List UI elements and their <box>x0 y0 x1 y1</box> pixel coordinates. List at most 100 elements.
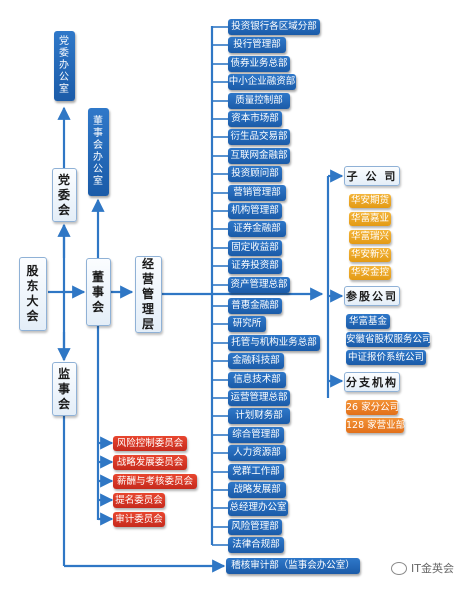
board-of-directors: 董事会 <box>86 258 111 326</box>
dept-upper-3: 中小企业融资部 <box>228 74 296 90</box>
committee-compensation-label: 薪酬与考核委员会 <box>116 476 193 487</box>
dept-upper-2-label: 债券业务总部 <box>230 58 288 69</box>
equity-header-label: 参股公司 <box>346 290 398 303</box>
committee-audit-label: 审计委员会 <box>115 514 163 525</box>
dept-upper-13: 证券投资部 <box>228 258 282 274</box>
supervisory-board-label: 监事会 <box>57 366 71 411</box>
board-office: 董事会办公室 <box>88 108 109 196</box>
equity-header: 参股公司 <box>344 286 400 306</box>
dept-lower-3-label: 金融科技部 <box>232 355 280 366</box>
board-of-directors-label: 董事会 <box>91 269 105 314</box>
dept-lower-4-label: 信息技术部 <box>233 374 281 385</box>
dept-lower-5-label: 运营管理总部 <box>230 392 288 403</box>
committee-risk-control: 风险控制委员会 <box>113 436 187 451</box>
subsidiary-item-0: 华安期货 <box>349 194 391 208</box>
dept-lower-11-label: 总经理办公室 <box>229 502 287 513</box>
management-layer: 经营管理层 <box>135 256 162 333</box>
equity-company-1-label: 安徽省股权服务公司 <box>346 334 432 345</box>
committee-strategy: 战略发展委员会 <box>113 455 187 470</box>
dept-lower-12-label: 风险管理部 <box>231 521 279 532</box>
equity-company-2-label: 中证报价系统公司 <box>347 352 424 363</box>
equity-company-0: 华富基金 <box>346 314 390 329</box>
branch-item-1-label: 128 家营业部 <box>346 420 406 431</box>
subsidiary-item-1-label: 华富嘉业 <box>350 213 389 224</box>
dept-upper-12-label: 固定收益部 <box>231 242 279 253</box>
branches-header-label: 分支机构 <box>346 376 398 389</box>
dept-lower-8: 人力资源部 <box>228 445 286 461</box>
committee-nomination: 提名委员会 <box>113 493 165 508</box>
subsidiary-item-4-label: 华安金控 <box>350 267 389 278</box>
committee-compensation: 薪酬与考核委员会 <box>113 474 197 489</box>
branch-item-0-label: 26 家分公司 <box>346 402 400 413</box>
shareholders-meeting: 股东大会 <box>19 257 47 331</box>
supervisory-board: 监事会 <box>52 362 77 416</box>
dept-upper-5-label: 资本市场部 <box>231 113 279 124</box>
committee-strategy-label: 战略发展委员会 <box>116 457 184 468</box>
dept-lower-12: 风险管理部 <box>228 519 282 535</box>
dept-lower-1: 研究所 <box>228 316 266 332</box>
party-committee-label: 党委会 <box>57 172 71 217</box>
dept-lower-8-label: 人力资源部 <box>233 447 281 458</box>
dept-lower-7-label: 综合管理部 <box>232 429 280 440</box>
dept-lower-9: 党群工作部 <box>228 464 284 480</box>
subsidiary-item-0-label: 华安期货 <box>350 195 389 206</box>
management-layer-label: 经营管理层 <box>141 257 155 331</box>
dept-upper-7: 互联网金融部 <box>228 148 290 164</box>
dept-lower-0-label: 普惠金融部 <box>231 300 279 311</box>
dept-upper-10-label: 机构管理部 <box>231 205 279 216</box>
party-committee: 党委会 <box>52 168 77 222</box>
dept-upper-2: 债券业务总部 <box>228 56 290 72</box>
dept-lower-0: 普惠金融部 <box>228 298 282 314</box>
watermark: IT金英会 <box>391 560 454 576</box>
equity-company-2: 中证报价系统公司 <box>346 350 426 365</box>
subsidiary-item-2: 华富瑞兴 <box>349 230 391 244</box>
committee-audit: 审计委员会 <box>113 512 165 527</box>
dept-lower-3: 金融科技部 <box>228 353 284 369</box>
dept-lower-4: 信息技术部 <box>228 372 286 388</box>
dept-upper-12: 固定收益部 <box>228 240 282 256</box>
dept-lower-9-label: 党群工作部 <box>232 466 280 477</box>
dept-lower-6-label: 计划财务部 <box>235 410 283 421</box>
committee-risk-control-label: 风险控制委员会 <box>116 438 184 449</box>
equity-company-0-label: 华富基金 <box>348 316 387 327</box>
dept-upper-10: 机构管理部 <box>228 203 282 219</box>
branch-item-0: 26 家分公司 <box>346 400 400 415</box>
dept-lower-13-label: 法律合规部 <box>232 539 280 550</box>
dept-upper-6-label: 衍生品交易部 <box>230 131 288 142</box>
dept-lower-2-label: 托管与机构业务总部 <box>231 337 317 348</box>
audit-department: 稽核审计部（监事会办公室） <box>226 558 360 574</box>
branch-item-1: 128 家营业部 <box>346 418 406 433</box>
shareholders-meeting-label: 股东大会 <box>26 264 40 323</box>
dept-upper-0: 投资银行各区域分部 <box>228 19 320 35</box>
dept-upper-9: 营销管理部 <box>228 185 286 201</box>
dept-upper-6: 衍生品交易部 <box>228 129 290 145</box>
subsidiaries-header-label: 子 公 司 <box>346 170 398 183</box>
audit-department-label: 稽核审计部（监事会办公室） <box>231 560 355 571</box>
dept-upper-5: 资本市场部 <box>228 111 282 127</box>
dept-lower-10: 战略发展部 <box>228 482 286 498</box>
dept-lower-2: 托管与机构业务总部 <box>228 335 320 351</box>
dept-upper-4-label: 质量控制部 <box>235 95 283 106</box>
subsidiary-item-4: 华安金控 <box>349 266 391 280</box>
dept-upper-3-label: 中小企业融资部 <box>228 76 296 87</box>
subsidiaries-header: 子 公 司 <box>344 166 400 186</box>
dept-upper-0-label: 投资银行各区域分部 <box>231 21 317 32</box>
dept-lower-10-label: 战略发展部 <box>233 484 281 495</box>
dept-upper-8-label: 投资顾问部 <box>231 168 279 179</box>
dept-lower-11: 总经理办公室 <box>228 500 288 516</box>
wechat-icon <box>391 561 408 575</box>
dept-lower-7: 综合管理部 <box>228 427 284 443</box>
dept-upper-14-label: 资产管理总部 <box>230 279 288 290</box>
dept-upper-11: 证券金融部 <box>228 221 286 237</box>
dept-upper-4: 质量控制部 <box>228 93 290 109</box>
subsidiary-item-3-label: 华安新兴 <box>350 249 389 260</box>
watermark-label: IT金英会 <box>411 562 454 575</box>
dept-upper-11-label: 证券金融部 <box>233 223 281 234</box>
committee-nomination-label: 提名委员会 <box>115 495 163 506</box>
dept-upper-8: 投资顾问部 <box>228 166 282 182</box>
subsidiary-item-2-label: 华富瑞兴 <box>350 231 389 242</box>
dept-lower-5: 运营管理总部 <box>228 390 290 406</box>
subsidiary-item-1: 华富嘉业 <box>349 212 391 226</box>
